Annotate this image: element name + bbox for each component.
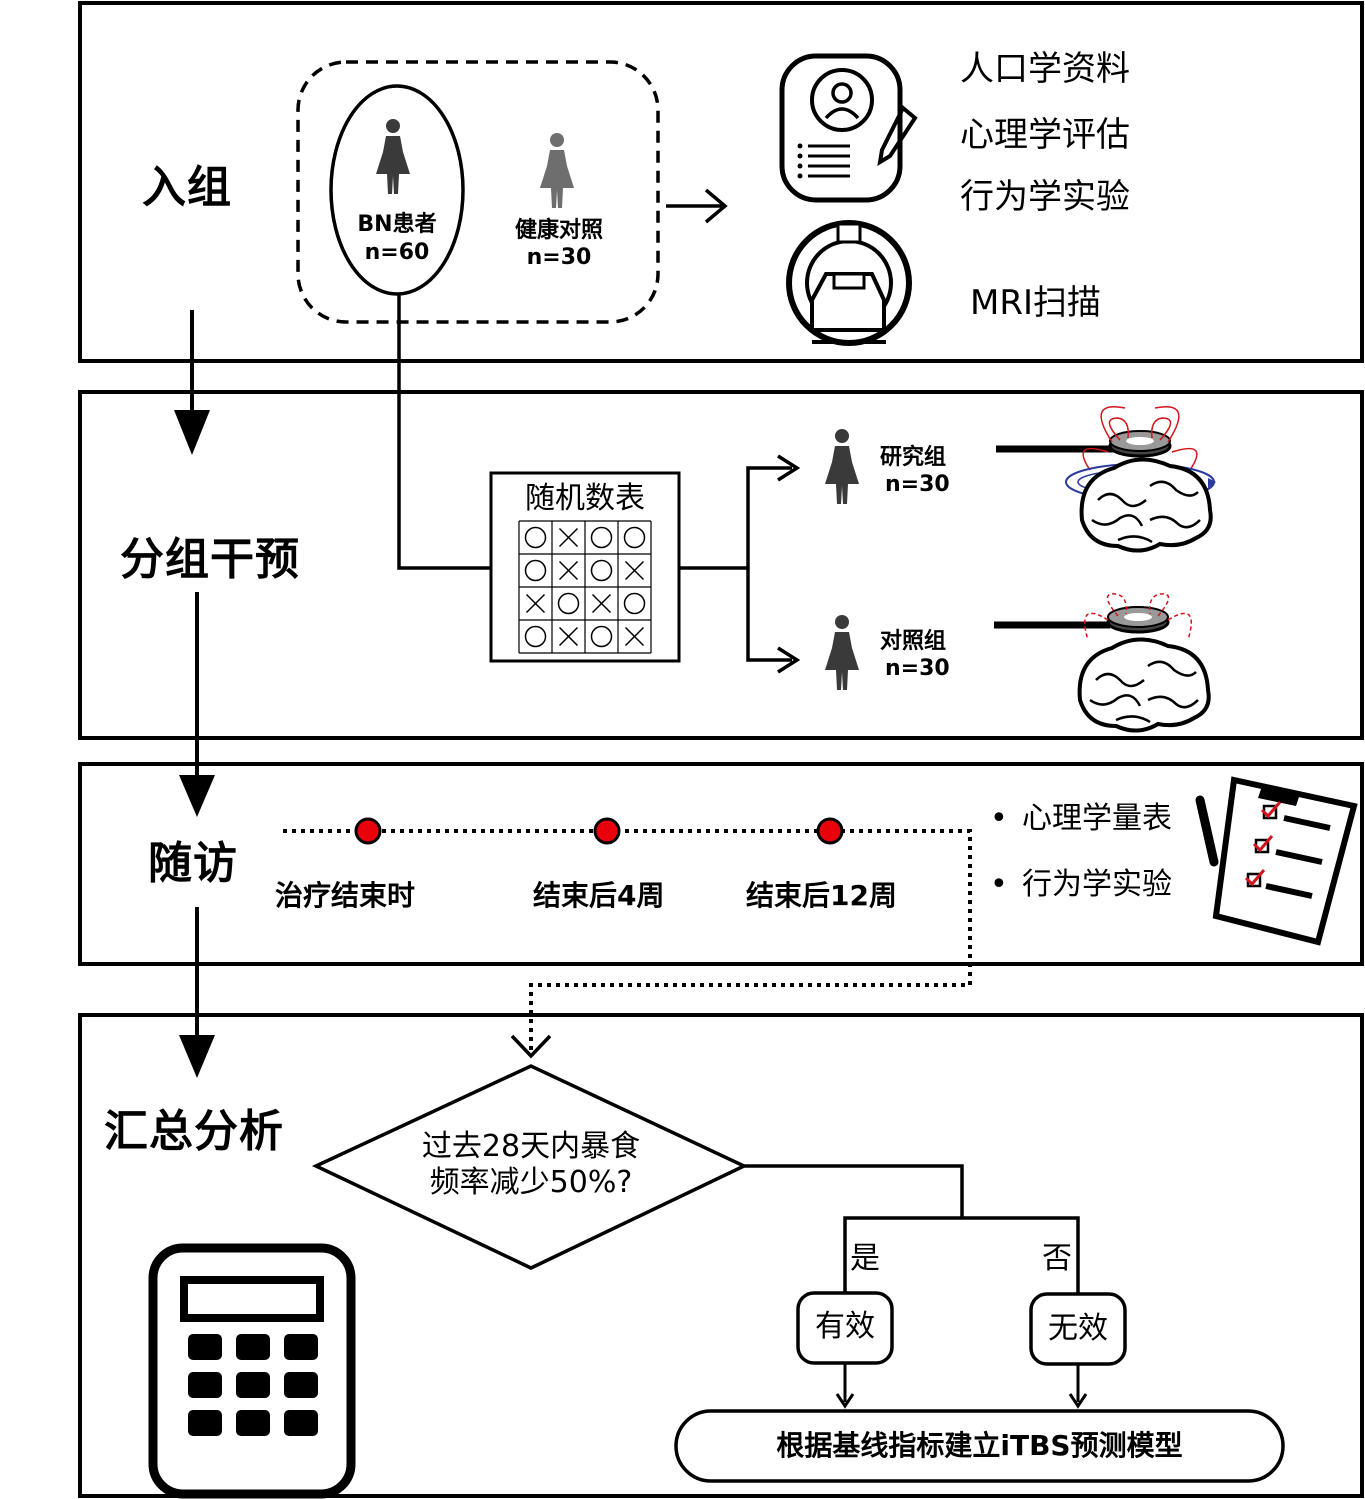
yes-label: 是: [850, 1241, 880, 1276]
control-group-label: 对照组: [880, 629, 947, 654]
grid-circle-mark: [590, 625, 613, 648]
hc-count: n=30: [526, 245, 592, 270]
timepoint-dot: [593, 817, 621, 845]
decision-branch-line: [744, 1164, 964, 1218]
grid-cross-mark: [591, 593, 612, 614]
assessment-item: 心理学评估: [960, 115, 1130, 155]
bn-to-random-line: [397, 294, 491, 570]
stage-box-analysis: [78, 1013, 1364, 1498]
checklist-icon: [1195, 776, 1358, 946]
document-person-icon: [779, 53, 903, 203]
grid-circle-mark: [623, 592, 646, 615]
grid-cross-mark: [624, 626, 645, 647]
control-group-count: n=30: [885, 656, 950, 681]
grid-cross-mark: [558, 626, 579, 647]
grid-circle-mark: [590, 559, 613, 582]
assessment-item: 行为学实验: [960, 177, 1130, 217]
timepoint-label: 结束后4周: [533, 879, 665, 912]
yes-no-branch-line: [843, 1216, 1080, 1294]
mri-label: MRI扫描: [970, 283, 1101, 323]
grid-circle-mark: [623, 526, 646, 549]
brain-icon: [1077, 637, 1211, 733]
mri-scanner-icon: [786, 220, 912, 346]
branch-control-line: [746, 568, 792, 662]
grid-circle-mark: [590, 526, 613, 549]
stage-title-enroll: 入组: [142, 162, 232, 213]
decision-question-line2: 频率减少50%?: [429, 1165, 633, 1200]
random-grid: [518, 520, 652, 654]
followup-dotted-line: [283, 829, 972, 1052]
person-icon: [376, 119, 410, 194]
tms-coil-icon: [996, 406, 1216, 501]
participants-group: [296, 60, 660, 324]
model-box: [674, 1409, 1285, 1483]
stage-title-group: 分组干预: [120, 534, 300, 585]
stage-title-analysis: 汇总分析: [104, 1106, 284, 1157]
bn-label: BN患者: [357, 212, 437, 237]
timepoint-label: 治疗结束时: [275, 879, 416, 912]
no-label: 否: [1042, 1241, 1072, 1276]
random-table-title: 随机数表: [525, 481, 645, 516]
stage-box-followup: [78, 762, 1364, 966]
person-icon: [825, 615, 859, 690]
person-icon: [540, 133, 574, 208]
grid-circle-mark: [524, 526, 547, 549]
grid-circle-mark: [557, 592, 580, 615]
brain-icon: [1079, 457, 1213, 553]
study-group-count: n=30: [885, 472, 950, 497]
grid-cross-mark: [558, 527, 579, 548]
hc-label: 健康对照: [514, 218, 603, 243]
study-group-label: 研究组: [880, 445, 947, 470]
bn-count: n=60: [364, 240, 430, 265]
grid-cross-mark: [558, 560, 579, 581]
branch-study-line: [746, 466, 792, 568]
grid-circle-mark: [524, 559, 547, 582]
decision-question-line1: 过去28天内暴食: [421, 1129, 641, 1164]
assessment-item: 人口学资料: [960, 49, 1130, 89]
tms-coil-icon: [994, 593, 1192, 641]
timepoint-label: 结束后12周: [746, 879, 897, 912]
stage-box-enroll: [78, 1, 1364, 363]
measure-bullet: •: [990, 867, 1008, 902]
measure-bullet: •: [990, 801, 1008, 836]
person-icon: [825, 429, 859, 504]
ineffective-label: 无效: [1048, 1311, 1108, 1346]
pen-icon: [877, 104, 918, 166]
grid-cross-mark: [525, 593, 546, 614]
grid-cross-mark: [624, 560, 645, 581]
calculator-icon: [148, 1243, 356, 1499]
model-label: 根据基线指标建立iTBS预测模型: [776, 1429, 1183, 1462]
measure-item: 心理学量表: [1022, 801, 1172, 836]
grid-circle-mark: [524, 625, 547, 648]
timepoint-dot: [816, 817, 844, 845]
effective-label: 有效: [815, 1309, 875, 1344]
stage-box-group: [78, 390, 1364, 740]
bn-ellipse: [329, 84, 465, 296]
measure-item: 行为学实验: [1022, 867, 1172, 902]
stage-title-followup: 随访: [148, 838, 238, 889]
timepoint-dot: [354, 817, 382, 845]
